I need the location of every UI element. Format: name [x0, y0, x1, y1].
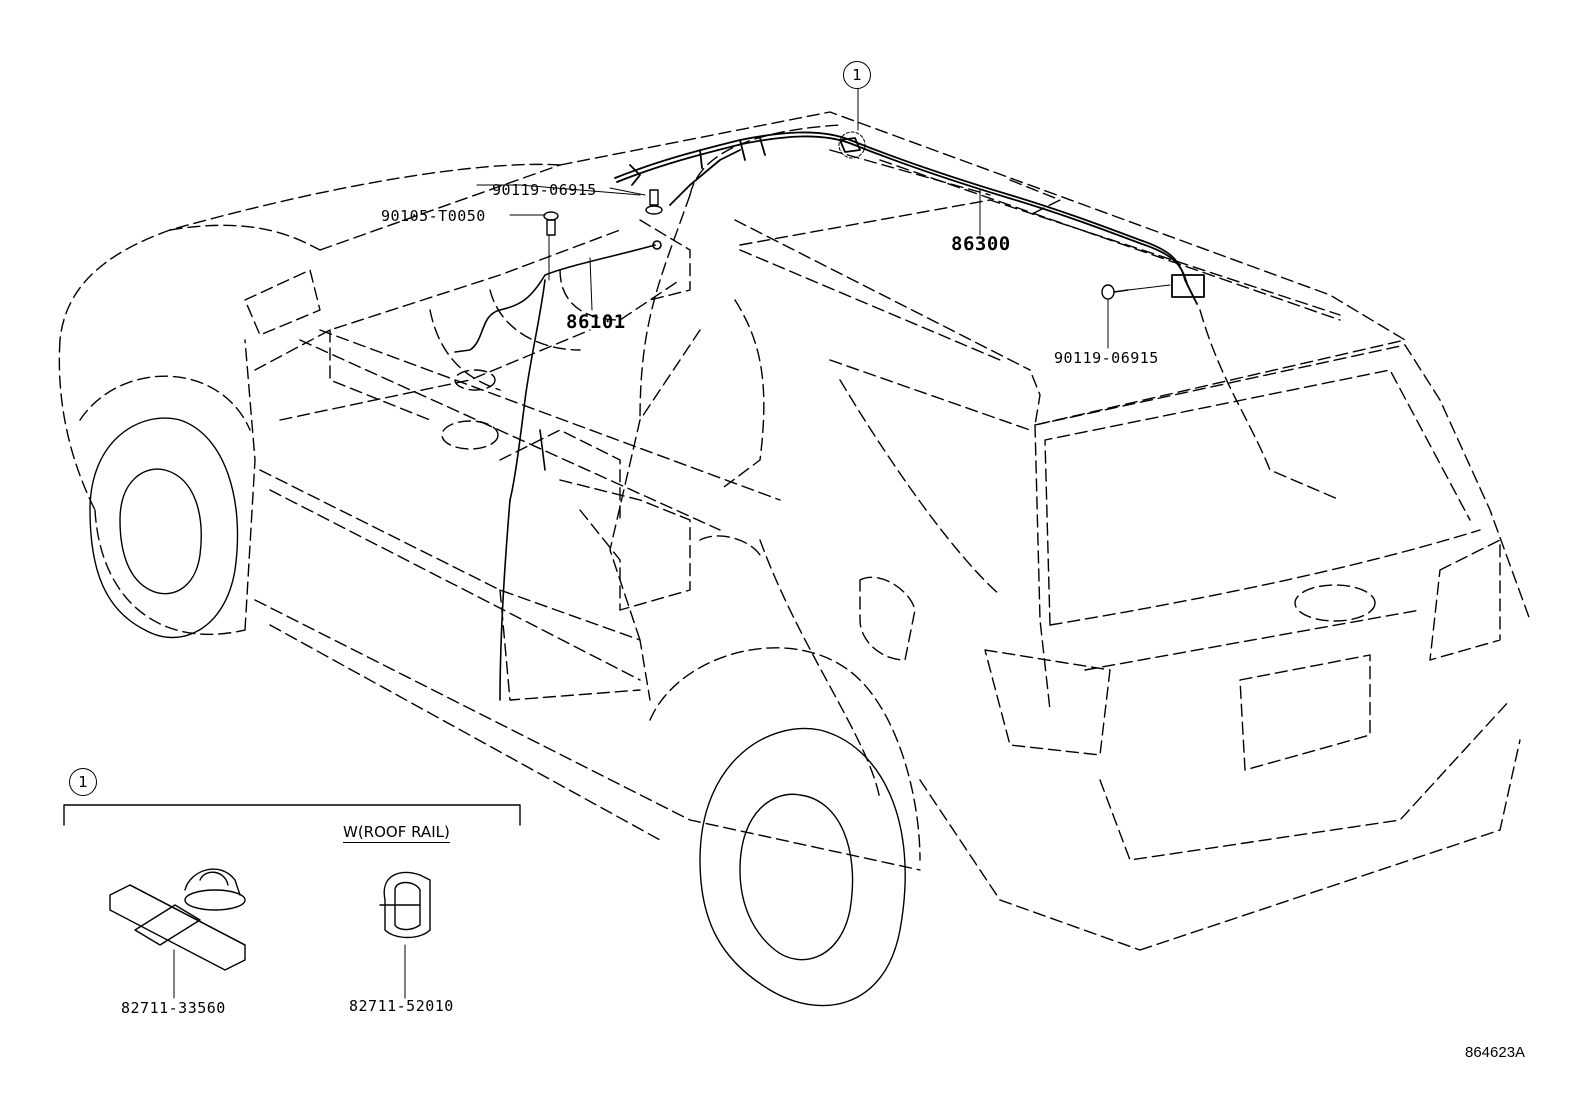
- part-label-bolt-rear: 90119-06915: [1054, 349, 1159, 367]
- part-label-clamp-standard: 82711-33560: [121, 999, 226, 1017]
- clamp-roof-rail-icon: [379, 871, 431, 939]
- part-label-roof-harness: 86300: [951, 233, 1011, 255]
- vehicle-body: [58, 111, 1531, 951]
- bolt-rear-icon: [1101, 284, 1129, 300]
- instrument-wire-harness: [454, 240, 662, 701]
- part-label-instrument-harness: 86101: [566, 311, 626, 333]
- bolt-front-upper-icon: [645, 189, 663, 215]
- illustration-reference-code: 864623A: [1465, 1044, 1526, 1061]
- roof-rail-variant-label: W(ROOF RAIL): [343, 823, 450, 843]
- detail-marker-top: 1: [843, 61, 871, 89]
- clamp-standard-icon: [109, 868, 246, 971]
- bolt-front-lower-icon: [543, 211, 559, 236]
- rear-wheel: [699, 727, 906, 1007]
- detail-box: [63, 804, 521, 826]
- detail-marker-box: 1: [69, 768, 97, 796]
- leader-lines: [173, 87, 1171, 999]
- part-label-clamp-roof-rail: 82711-52010: [349, 997, 454, 1015]
- part-label-bolt-front-lower: 90105-T0050: [381, 207, 486, 225]
- part-label-bolt-front-upper: 90119-06915: [492, 181, 597, 199]
- front-wheel: [89, 417, 239, 639]
- roof-wire-harness: [614, 131, 1205, 305]
